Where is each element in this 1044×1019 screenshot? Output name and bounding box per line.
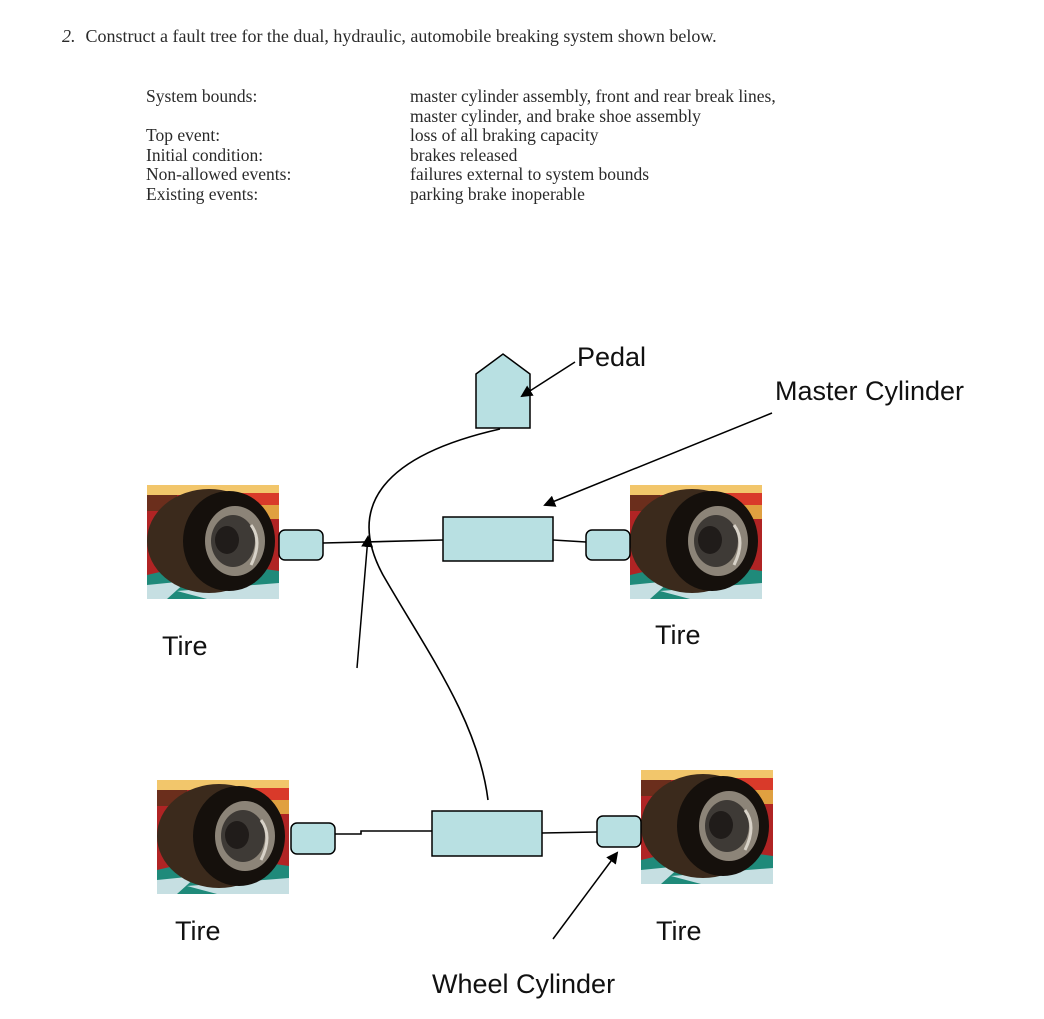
pedal-linkage-line: [368, 428, 501, 801]
spec-value: loss of all braking capacity: [410, 125, 599, 146]
master-cylinder-rear: [431, 810, 543, 857]
wheel-cylinder-front-right: [585, 529, 631, 561]
master-cylinder-arrow: [543, 412, 773, 507]
rear-brake-line: [335, 830, 432, 835]
spec-value: master cylinder, and brake shoe assembly: [410, 105, 701, 126]
tire-label-rear-right: Tire: [656, 916, 702, 946]
master-cylinder-front: [442, 516, 554, 562]
wheel-cylinder-front-left: [278, 529, 324, 561]
question-text: Construct a fault tree for the dual, hyd…: [85, 26, 717, 46]
front-brake-line: [552, 539, 587, 543]
wheel-cylinder-label: Wheel Cylinder: [432, 969, 616, 999]
tire-label-rear-left: Tire: [175, 916, 221, 946]
spec-value: parking brake inoperable: [410, 183, 585, 204]
wheel-cylinder-rear-left: [290, 822, 336, 855]
pedal-arrow: [520, 361, 576, 398]
wheel-cylinder-arrow: [552, 851, 619, 940]
spec-row: Existing events: parking brake inoperabl…: [146, 183, 776, 205]
spec-table: System bounds: master cylinder assembly,…: [146, 86, 776, 205]
tire-front-right-icon: [628, 483, 764, 601]
tire-rear-right-icon: [639, 768, 775, 886]
spec-row: Non-allowed events: failures external to…: [146, 165, 776, 185]
tire-label-front-left: Tire: [162, 631, 208, 661]
spec-row: Top event: loss of all braking capacity: [146, 126, 776, 146]
pedal-label: Pedal: [577, 342, 647, 372]
tire-label-front-right: Tire: [655, 620, 701, 650]
rear-brake-line: [541, 831, 598, 834]
spec-label: System bounds:: [146, 86, 258, 106]
question-number: 2.: [62, 26, 76, 46]
brake-line-arrow: [356, 535, 374, 669]
wheel-cylinder-rear-right: [596, 815, 642, 848]
question: 2. Construct a fault tree for the dual, h…: [62, 26, 717, 47]
spec-value: failures external to system bounds: [410, 164, 650, 185]
front-brake-line: [322, 539, 444, 544]
tire-front-left-icon: [145, 483, 281, 601]
spec-label: Non-allowed events:: [146, 164, 292, 185]
master-cylinder-label: Master Cylinder: [775, 376, 965, 406]
spec-value: brakes released: [410, 144, 518, 165]
spec-row: Initial condition: brakes released: [146, 144, 776, 166]
spec-label: Initial condition:: [146, 144, 264, 165]
spec-label: Existing events:: [146, 183, 259, 204]
pedal-icon: [475, 353, 531, 429]
spec-value: master cylinder assembly, front and rear…: [410, 86, 776, 106]
spec-label: Top event:: [146, 125, 221, 146]
tire-rear-left-icon: [155, 778, 291, 896]
spec-row: master cylinder, and brake shoe assembly: [146, 105, 776, 127]
spec-row: System bounds: master cylinder assembly,…: [146, 86, 776, 107]
